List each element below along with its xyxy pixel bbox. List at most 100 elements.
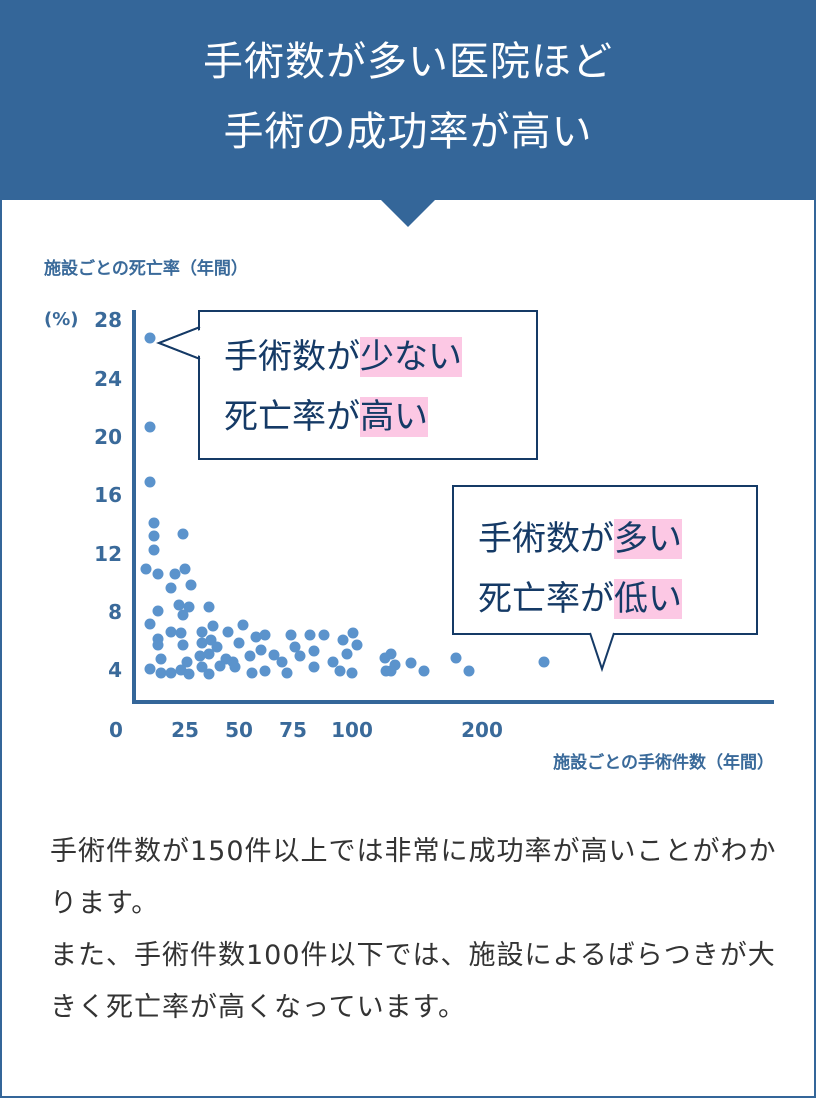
- data-point: [177, 609, 189, 621]
- header-pointer-icon: [380, 199, 436, 227]
- callout-text: 死亡率が: [224, 397, 360, 437]
- data-point: [140, 563, 152, 575]
- callout-highlight: 少ない: [360, 337, 462, 377]
- header-banner: 手術数が多い医院ほど 手術の成功率が高い: [0, 0, 816, 200]
- x-tick: 50: [225, 718, 253, 742]
- data-point: [418, 665, 429, 677]
- x-axis-line: [132, 700, 774, 704]
- x-tick: 0: [109, 718, 123, 742]
- data-point: [327, 656, 339, 668]
- data-point: [175, 664, 187, 676]
- data-point: [308, 661, 320, 673]
- header-title-line1: 手術数が多い医院ほど: [203, 39, 613, 85]
- data-point: [181, 656, 193, 668]
- data-point: [304, 629, 316, 640]
- data-point: [244, 650, 256, 662]
- y-axis-line: [132, 310, 136, 704]
- data-point: [194, 650, 206, 662]
- data-point: [203, 668, 215, 680]
- y-tick: 24: [94, 367, 122, 391]
- data-point: [183, 601, 195, 613]
- data-point: [281, 667, 293, 679]
- data-point: [385, 648, 397, 660]
- callout-high-mortality: 手術数が少ない 死亡率が高い: [198, 310, 538, 460]
- data-point: [229, 661, 241, 673]
- callout-highlight: 多い: [614, 519, 682, 559]
- callout-low-mortality: 手術数が多い 死亡率が低い: [452, 485, 758, 635]
- data-point: [211, 641, 223, 653]
- y-axis-title: 施設ごとの死亡率（年間）: [44, 259, 248, 279]
- data-point: [169, 568, 181, 580]
- callout-highlight: 高い: [360, 397, 428, 437]
- y-axis-unit: (%): [44, 309, 79, 330]
- scatter-chart: 施設ごとの死亡率（年間） (%) 28 24 20 16 12 8 4 0 25…: [0, 230, 816, 790]
- data-point: [405, 657, 416, 669]
- data-point: [177, 528, 189, 540]
- data-point: [148, 544, 160, 556]
- data-point: [276, 656, 288, 668]
- data-point: [334, 665, 346, 677]
- x-tick: 100: [331, 718, 373, 742]
- data-point: [144, 332, 156, 344]
- data-point: [203, 601, 215, 613]
- callout-text: 手術数が: [224, 337, 360, 377]
- data-point: [450, 652, 462, 664]
- data-point: [196, 626, 208, 638]
- data-point: [294, 650, 306, 662]
- data-point: [246, 667, 258, 679]
- description: 手術件数が150件以上では非常に成功率が高いことがわかります。 また、手術件数1…: [50, 826, 790, 1034]
- data-point: [337, 634, 349, 646]
- y-tick: 8: [108, 600, 122, 624]
- data-point: [207, 620, 219, 632]
- data-point: [347, 627, 359, 639]
- callout-pointer-outline: [156, 326, 201, 360]
- data-point: [165, 626, 177, 638]
- data-point: [152, 633, 164, 645]
- data-point: [259, 665, 271, 677]
- x-tick: 75: [279, 718, 307, 742]
- data-point: [179, 563, 191, 575]
- header-title-line2: 手術の成功率が高い: [223, 109, 593, 155]
- data-point: [155, 653, 167, 665]
- data-point: [183, 668, 195, 680]
- y-tick: 4: [108, 658, 122, 682]
- data-point: [152, 639, 164, 651]
- data-point: [185, 579, 197, 591]
- callout-pointer-mask: [163, 330, 200, 356]
- data-point: [385, 665, 397, 677]
- data-point: [148, 517, 160, 529]
- callout-line: 手術数が多い: [478, 509, 738, 569]
- callout-line: 手術数が少ない: [224, 327, 518, 387]
- data-point: [144, 663, 156, 675]
- data-point: [196, 637, 208, 649]
- data-point: [165, 582, 177, 594]
- callout-line: 死亡率が低い: [478, 569, 738, 629]
- y-tick: 16: [94, 483, 122, 507]
- data-point: [379, 652, 390, 664]
- data-point: [196, 661, 208, 673]
- x-axis-title: 施設ごとの手術件数（年間）: [553, 753, 774, 773]
- data-point: [268, 649, 280, 661]
- x-tick: 25: [171, 718, 199, 742]
- data-point: [308, 645, 320, 657]
- description-paragraph-2: また、手術件数100件以下では、施設によるばらつきが大きく死亡率が高くなっていま…: [50, 940, 776, 1023]
- data-point: [144, 476, 156, 488]
- description-paragraph-1: 手術件数が150件以上では非常に成功率が高いことがわかります。: [50, 836, 777, 919]
- data-point: [177, 639, 189, 651]
- data-point: [152, 568, 164, 580]
- data-point: [205, 634, 217, 646]
- callout-text: 手術数が: [478, 519, 614, 559]
- y-tick: 12: [94, 542, 122, 566]
- data-point: [285, 629, 297, 640]
- data-point: [289, 641, 301, 653]
- callout-line: 死亡率が高い: [224, 387, 518, 447]
- data-point: [389, 659, 401, 671]
- data-point: [220, 653, 232, 665]
- data-point: [144, 618, 156, 630]
- x-tick: 200: [461, 718, 503, 742]
- y-tick: 28: [94, 308, 122, 332]
- data-point: [463, 665, 475, 677]
- data-point: [255, 644, 267, 656]
- data-point: [346, 667, 358, 679]
